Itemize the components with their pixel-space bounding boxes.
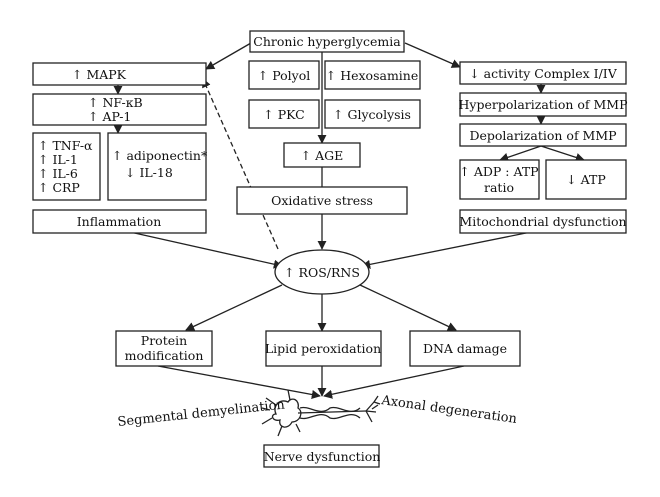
box-protein-modification: [115, 330, 213, 367]
label-protein-mod-line1: Protein: [141, 333, 187, 348]
label-chronic-hyperglycemia: Chronic hyperglycemia: [253, 34, 401, 49]
label-hyperpolarization: Hyperpolarization of MMP: [458, 97, 627, 112]
label-hexosamine: ↑ Hexosamine: [326, 68, 419, 83]
box-hexosamine: [324, 60, 421, 90]
box-glycolysis: [324, 99, 421, 129]
box-inflammation: [32, 209, 207, 234]
box-hyperpolarization: [459, 92, 627, 117]
box-nfkb-ap1: [32, 93, 207, 126]
box-chronic-hyperglycemia: [249, 30, 405, 53]
label-glycolysis: ↑ Glycolysis: [333, 107, 411, 122]
connectors: [113, 42, 585, 399]
box-lipid-peroxidation: [265, 330, 382, 367]
label-cytokine-1: ↑ TNF-α: [38, 138, 93, 153]
label-complex: ↓ activity Complex I/IV: [469, 66, 617, 81]
box-adp-atp: [459, 159, 540, 200]
label-ap1: ↑ AP-1: [88, 109, 131, 124]
box-adiponectin: [107, 132, 207, 201]
label-cytokine-2: ↑ IL-1: [38, 152, 78, 167]
boxes: [32, 30, 627, 468]
label-adp-atp-line1: ↑ ADP : ATP: [459, 164, 538, 179]
label-pkc: ↑ PKC: [263, 107, 304, 122]
label-nerve-dysfunction: Nerve dysfunction: [264, 449, 381, 464]
label-cytokine-4: ↑ CRP: [38, 180, 80, 195]
box-pkc: [248, 99, 320, 129]
box-cytokines: [32, 132, 101, 201]
label-mapk: ↑ MAPK: [72, 67, 127, 82]
label-nfkb: ↑ NF-κB: [88, 95, 143, 110]
neuron-icon: [261, 389, 381, 437]
label-polyol: ↑ Polyol: [258, 68, 310, 83]
label-adp-atp-line2: ratio: [484, 180, 514, 195]
label-protein-mod-line2: modification: [125, 348, 204, 363]
box-complex: [459, 61, 627, 85]
box-dna-damage: [409, 330, 521, 367]
box-nerve-dysfunction: [263, 444, 380, 468]
box-mapk: [32, 62, 207, 86]
label-cytokine-3: ↑ IL-6: [38, 166, 78, 181]
label-age: ↑ AGE: [301, 148, 344, 163]
label-segmental-demyelination: Segmental demyelination: [117, 397, 286, 430]
label-atp: ↓ ATP: [566, 172, 606, 187]
ellipse-ros-rns: [274, 249, 370, 295]
label-oxidative-stress: Oxidative stress: [271, 193, 373, 208]
label-mitochondrial-dysfunction: Mitochondrial dysfunction: [459, 214, 626, 229]
label-depolarization: Depolarization of MMP: [469, 128, 616, 143]
box-age: [283, 142, 361, 168]
box-polyol: [248, 60, 320, 90]
box-atp: [545, 159, 627, 200]
label-il18: ↓ IL-18: [125, 165, 173, 180]
box-oxidative-stress: [236, 186, 408, 215]
label-dna-damage: DNA damage: [423, 341, 507, 356]
label-lipid-peroxidation: Lipid peroxidation: [265, 341, 381, 356]
box-depolarization: [459, 123, 627, 147]
label-inflammation: Inflammation: [77, 214, 162, 229]
box-mitochondrial-dysfunction: [459, 209, 627, 234]
labels: Chronic hyperglycemia ↑ MAPK ↑ NF-κB ↑ A…: [38, 34, 628, 464]
label-axonal-degeneration: Axonal degeneration: [379, 393, 518, 427]
label-ros-rns: ↑ ROS/RNS: [284, 265, 360, 280]
label-adiponectin: ↑ adiponectin*: [112, 148, 208, 163]
